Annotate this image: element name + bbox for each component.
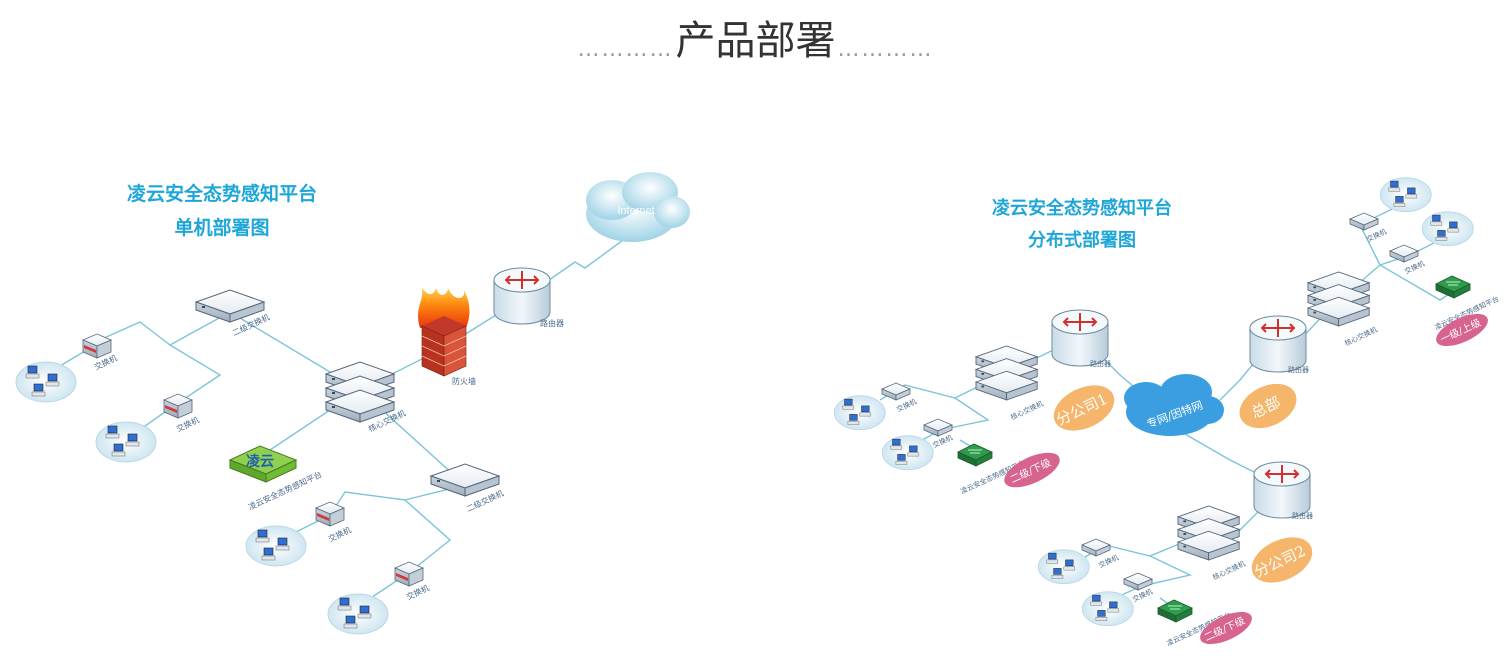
hq-router-icon <box>1249 315 1307 373</box>
hq-core-switch-icon <box>1308 272 1369 326</box>
pc-cluster <box>833 395 886 431</box>
platform-device-icon: 凌云 <box>228 445 298 483</box>
left-router <box>493 267 551 325</box>
access-switch-label: 交换机 <box>931 433 954 450</box>
access-switch-label: 交换机 <box>1365 227 1388 244</box>
access-switch-icon <box>1389 244 1419 263</box>
right-title-line1: 凌云安全态势感知平台 <box>992 197 1172 219</box>
firewall-label: 防火墙 <box>452 376 476 386</box>
private-network-cloud: 专网/因特网 <box>1124 374 1224 436</box>
branch1-badge: 分公司1 <box>1053 385 1115 431</box>
pc-cluster <box>327 593 389 635</box>
pc-cluster <box>1421 211 1474 247</box>
access-switch-icon <box>163 393 193 419</box>
branch2-core-switch-label: 核心交换机 <box>1211 559 1247 582</box>
branch1-core-switch-label: 核心交换机 <box>1009 399 1045 422</box>
page-header: ………… 产品部署 ………… <box>0 8 1511 68</box>
l2-switch-top-icon <box>195 289 265 323</box>
branch2-router-label: 路由器 <box>1292 511 1313 520</box>
core-switch-icon <box>326 362 394 422</box>
branch1-router-label: 路由器 <box>1090 359 1111 368</box>
page-title: 产品部署 <box>675 18 836 64</box>
access-switch-icon <box>82 333 112 359</box>
pc-cluster <box>1037 549 1090 585</box>
access-switch-icon <box>315 501 345 527</box>
left-diagram: 凌云安全态势感知平台 单机部署图 Internet <box>15 172 690 635</box>
hq-core-switch-label: 核心交换机 <box>1343 325 1379 348</box>
branch2-badge: 分公司2 <box>1251 537 1313 583</box>
left-router-label: 路由器 <box>540 318 564 328</box>
platform-badge: 凌云 <box>246 453 274 470</box>
left-title-line2: 单机部署图 <box>174 216 269 239</box>
pc-cluster <box>95 421 157 463</box>
hq-badge: 总部 <box>1239 383 1297 429</box>
left-title-line1: 凌云安全态势感知平台 <box>127 182 317 205</box>
firewall-icon <box>418 288 470 377</box>
internet-label: Internet <box>617 205 654 217</box>
pc-cluster <box>1081 591 1134 627</box>
pc-cluster <box>245 525 307 567</box>
right-diagram: 凌云安全态势感知平台 分布式部署图 专网/因特网 <box>833 177 1500 648</box>
internet-cloud: Internet <box>586 172 690 242</box>
right-title-line2: 分布式部署图 <box>1028 229 1136 251</box>
hq-router-label: 路由器 <box>1288 365 1309 374</box>
platform-device-icon <box>957 443 993 467</box>
access-switch-icon <box>1123 572 1153 591</box>
branch2-router-icon <box>1253 461 1311 519</box>
access-switch-icon <box>923 418 953 437</box>
branch2-core-switch-icon <box>1178 506 1239 560</box>
access-switch-label: 交换机 <box>327 525 353 544</box>
pc-cluster <box>1379 177 1432 213</box>
access-switch-icon <box>1349 212 1379 231</box>
branch1-router-icon <box>1051 309 1109 367</box>
pc-cluster <box>15 361 77 403</box>
branch1-core-switch-icon <box>976 346 1037 400</box>
platform-device-icon <box>1435 275 1471 299</box>
access-switch-label: 交换机 <box>1097 553 1120 570</box>
pc-cluster <box>881 435 934 471</box>
dots-right: ………… <box>837 36 934 62</box>
platform-device-icon <box>1157 599 1193 623</box>
access-switch-icon <box>1081 538 1111 557</box>
dots-left: ………… <box>577 36 674 62</box>
